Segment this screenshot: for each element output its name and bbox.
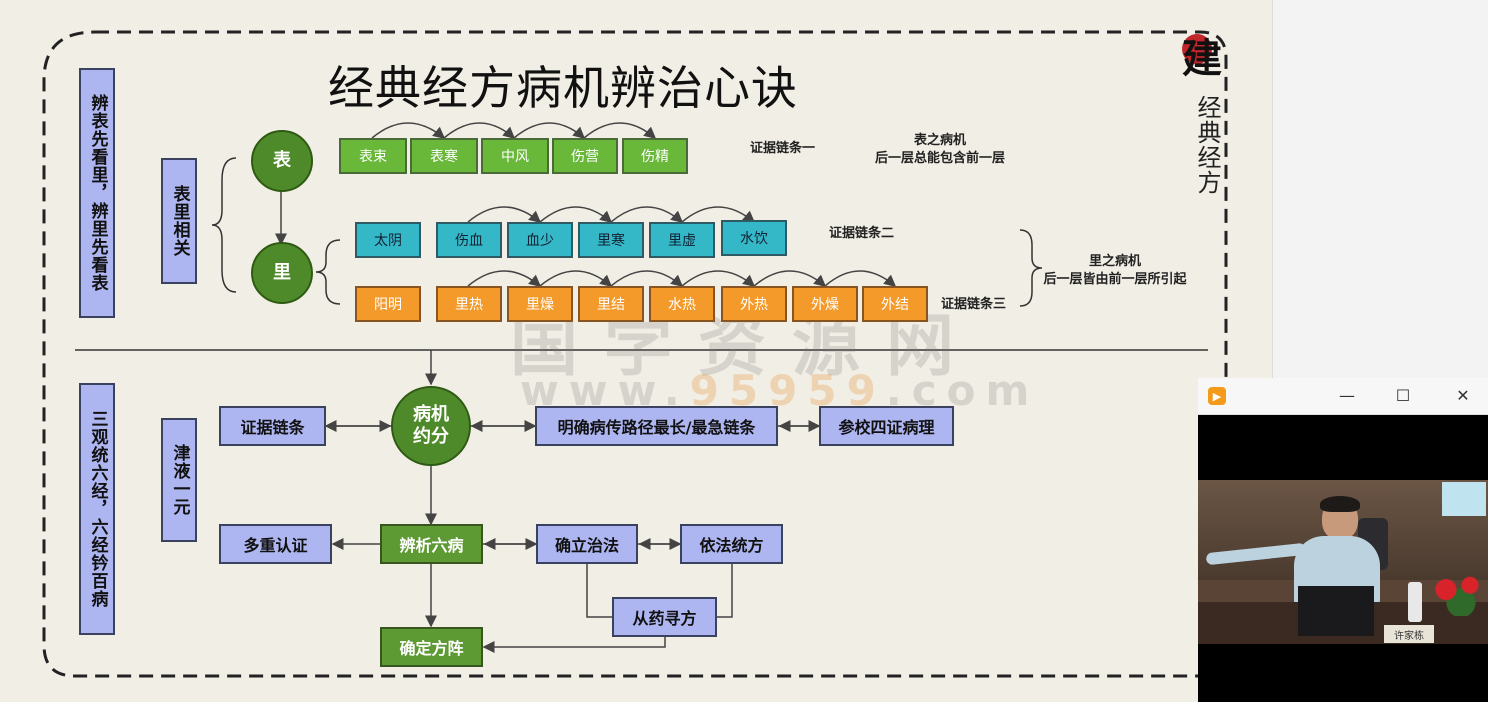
- laptop: [1298, 586, 1374, 636]
- flow-herb: 从药寻方: [612, 597, 717, 637]
- label-jinye: 津液一元: [161, 418, 197, 542]
- circle-center-line2: 约分: [413, 426, 449, 447]
- note-chain3: 证据链条三: [941, 297, 1007, 312]
- side-label-top: 辨表先看里，辨里先看表: [79, 68, 115, 318]
- chain3-node-5: 外燥: [792, 286, 858, 322]
- circle-biao: 表: [251, 130, 313, 192]
- chain1-node-2: 中风: [481, 138, 549, 174]
- chain3-node-2: 里结: [578, 286, 644, 322]
- label-jinye-text: 津液一元: [169, 444, 190, 516]
- chain1-node-0: 表束: [339, 138, 407, 174]
- side-label-bottom: 三观统六经，六经钤百病: [79, 383, 115, 635]
- flow-multi: 多重认证: [219, 524, 332, 564]
- brand-vertical: 经典经方: [1193, 95, 1221, 195]
- chain3-node-0: 里热: [436, 286, 502, 322]
- chain1-node-4: 伤精: [622, 138, 688, 174]
- maximize-icon[interactable]: ☐: [1395, 385, 1411, 405]
- chain2-start: 太阴: [355, 222, 421, 258]
- minimize-icon[interactable]: —: [1339, 385, 1355, 405]
- flow-path: 明确病传路径最长/最急链条: [535, 406, 778, 446]
- flow-formula: 依法统方: [680, 524, 783, 564]
- chain2-node-0: 伤血: [436, 222, 502, 258]
- diagram-lines: [42, 30, 1228, 678]
- note-chain1: 证据链条一: [750, 141, 816, 156]
- note-biao: 表之病机 后一层总能包含前一层: [870, 132, 1010, 168]
- seal-char: 建: [1182, 35, 1222, 82]
- video-frame: 许家栋: [1198, 480, 1488, 644]
- chain1-arcs: [371, 122, 657, 139]
- circle-li: 里: [251, 242, 313, 304]
- chain2-node-3: 里虚: [649, 222, 715, 258]
- dashed-frame: [42, 30, 1228, 678]
- brand-seal: 建: [1176, 26, 1224, 82]
- watermark-url: www.95959.com: [520, 366, 1039, 415]
- chain2-node-1: 血少: [507, 222, 573, 258]
- flow-analyze: 辨析六病: [380, 524, 483, 564]
- seal-splash: [1182, 34, 1212, 64]
- note-li: 里之病机 后一层皆由前一层所引起: [1040, 253, 1190, 289]
- flow-arrows: [324, 350, 821, 653]
- chain3-start: 阳明: [355, 286, 421, 322]
- player-logo-icon: ▶: [1208, 387, 1226, 405]
- video-window[interactable]: ▶ — ☐ ✕ 许家栋: [1198, 378, 1488, 702]
- nameplate: 许家栋: [1384, 625, 1434, 643]
- circle-center: 病机 约分: [391, 386, 471, 466]
- chain1-node-1: 表寒: [410, 138, 478, 174]
- chain3-node-6: 外结: [862, 286, 928, 322]
- note-biao-desc: 后一层总能包含前一层: [874, 151, 1005, 166]
- circle-center-line1: 病机: [413, 404, 449, 425]
- note-li-title: 里之病机: [1088, 254, 1141, 269]
- bottle: [1408, 582, 1422, 622]
- side-label-bottom-text: 三观统六经，六经钤百病: [87, 410, 108, 608]
- flow-treat: 确立治法: [536, 524, 638, 564]
- label-biaoli-text: 表里相关: [169, 185, 190, 257]
- note-chain2: 证据链条二: [829, 226, 895, 241]
- flow-final: 确定方阵: [380, 627, 483, 667]
- flowers: [1428, 572, 1488, 616]
- chain3-node-4: 外热: [721, 286, 787, 322]
- chain2-node-4: 水饮: [721, 220, 787, 256]
- brace-li: [315, 239, 341, 305]
- chain3-node-1: 里燥: [507, 286, 573, 322]
- flow-evidence: 证据链条: [219, 406, 326, 446]
- chain3-node-3: 水热: [649, 286, 715, 322]
- brace-left: [211, 157, 237, 293]
- flow-reference: 参校四证病理: [819, 406, 954, 446]
- screen-glow: [1442, 482, 1486, 516]
- brace-right: [1019, 229, 1043, 307]
- video-titlebar[interactable]: ▶ — ☐ ✕: [1198, 378, 1488, 415]
- chain2-arcs: [467, 206, 756, 223]
- side-label-top-text: 辨表先看里，辨里先看表: [87, 94, 108, 292]
- chain3-arcs: [467, 270, 897, 287]
- slide: 经典经方病机辨治心诀 国学资源网 www.95959.com 建 经典经方 辨表…: [42, 26, 1228, 678]
- note-biao-title: 表之病机: [913, 133, 966, 148]
- chain2-node-2: 里寒: [578, 222, 644, 258]
- close-icon[interactable]: ✕: [1456, 385, 1470, 405]
- label-biaoli: 表里相关: [161, 158, 197, 284]
- chain1-node-3: 伤营: [552, 138, 618, 174]
- speaker-hair: [1320, 496, 1360, 512]
- page-title: 经典经方病机辨治心诀: [328, 61, 798, 115]
- note-li-desc: 后一层皆由前一层所引起: [1043, 272, 1187, 287]
